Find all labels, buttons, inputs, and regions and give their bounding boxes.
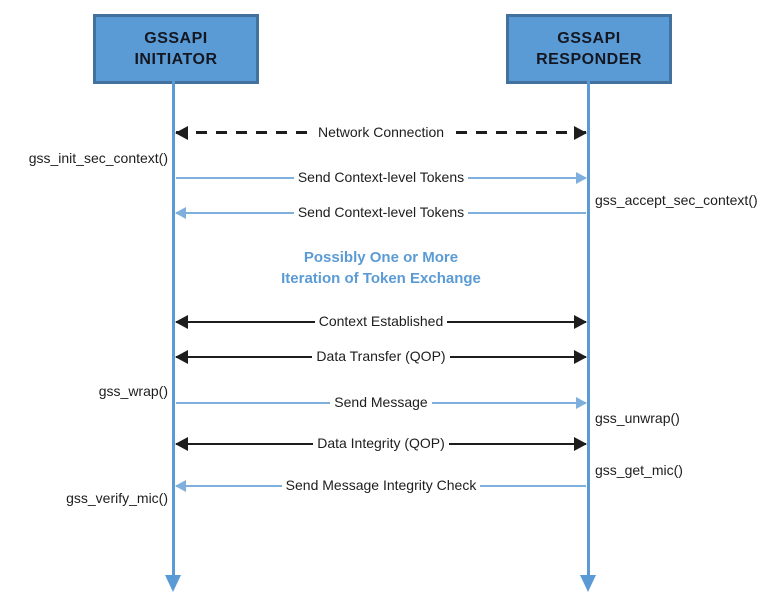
arrow-down-icon xyxy=(580,575,596,592)
arrow-right-icon xyxy=(574,315,587,329)
message-label: Send Message Integrity Check xyxy=(175,477,587,494)
actor-box-responder: GSSAPI RESPONDER xyxy=(506,14,672,84)
message-label: Send Message xyxy=(175,394,587,411)
actor-initiator-line2: INITIATOR xyxy=(134,51,218,68)
arrow-right-icon xyxy=(576,172,587,184)
message-label: Data Transfer (QOP) xyxy=(175,348,587,365)
arrow-down-icon xyxy=(165,575,181,592)
note-token-exchange: Possibly One or More Iteration of Token … xyxy=(175,247,587,289)
message-label: Send Context-level Tokens xyxy=(175,169,587,186)
actor-initiator-line1: GSSAPI xyxy=(144,30,208,47)
arrow-right-icon xyxy=(574,437,587,451)
call-label-wrap: gss_wrap() xyxy=(98,383,168,399)
call-label-init-sec-context: gss_init_sec_context() xyxy=(28,150,168,166)
arrow-left-icon xyxy=(175,480,186,492)
actor-box-initiator: GSSAPI INITIATOR xyxy=(93,14,259,84)
arrow-left-icon xyxy=(175,315,188,329)
arrow-right-icon xyxy=(574,126,587,140)
message-label: Context Established xyxy=(175,313,587,330)
actor-responder-line2: RESPONDER xyxy=(536,51,642,68)
call-label-accept-sec-context: gss_accept_sec_context() xyxy=(595,192,758,208)
message-label: Send Context-level Tokens xyxy=(175,204,587,221)
call-label-verify-mic: gss_verify_mic() xyxy=(66,490,168,506)
arrow-left-icon xyxy=(175,126,188,140)
lifeline-initiator xyxy=(172,81,175,575)
arrow-right-icon xyxy=(574,350,587,364)
actor-responder-line1: GSSAPI xyxy=(557,30,621,47)
message-label: Data Integrity (QOP) xyxy=(175,435,587,452)
call-label-unwrap: gss_unwrap() xyxy=(595,410,680,426)
lifeline-responder xyxy=(587,81,590,575)
arrow-left-icon xyxy=(175,350,188,364)
note-line1: Possibly One or More xyxy=(303,249,459,266)
note-line2: Iteration of Token Exchange xyxy=(281,270,481,287)
call-label-get-mic: gss_get_mic() xyxy=(595,462,683,478)
arrow-right-icon xyxy=(576,397,587,409)
arrow-left-icon xyxy=(175,437,188,451)
message-label: Network Connection xyxy=(175,124,587,141)
arrow-left-icon xyxy=(175,207,186,219)
